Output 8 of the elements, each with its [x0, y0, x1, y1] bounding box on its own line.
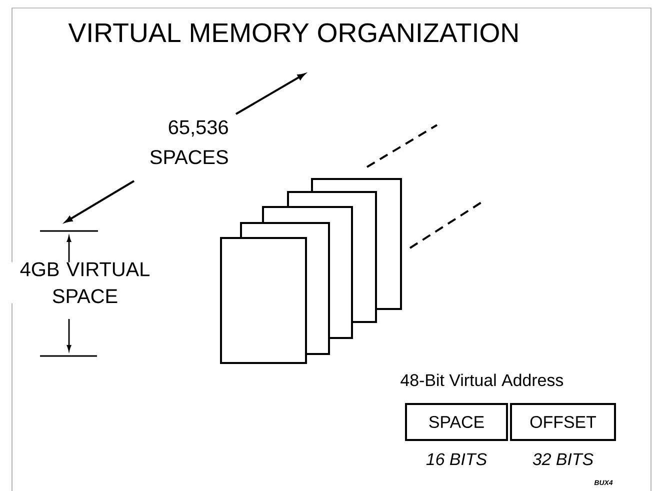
- dimension-label: 4GB VIRTUAL SPACE: [10, 262, 160, 304]
- bit-width-label: 32 BITS: [532, 453, 594, 466]
- count-label: 65,536 SPACES: [150, 120, 228, 164]
- address-field-box: OFFSET: [510, 403, 616, 441]
- bit-width-label: 16 BITS: [426, 453, 487, 466]
- address-label: 48-Bit Virtual Address: [400, 374, 564, 386]
- address-field-box: SPACE: [405, 403, 508, 441]
- title: VIRTUAL MEMORY ORGANIZATION: [68, 23, 518, 42]
